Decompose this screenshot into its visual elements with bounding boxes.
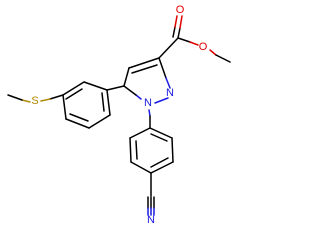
bond-n2-n1 <box>154 97 169 104</box>
atom-s: S <box>31 95 39 107</box>
bond-r6 <box>106 89 111 116</box>
molecule-diagram: O O N N S N <box>7 4 231 226</box>
bond-p6-inner <box>150 133 168 142</box>
bond-oester-ch3a <box>209 49 217 56</box>
ester-group <box>158 15 231 63</box>
bond-c5-ring <box>106 85 125 91</box>
bond-c3-n2a <box>158 57 167 79</box>
atom-n1: N <box>144 97 152 109</box>
bond-p4 <box>150 161 174 174</box>
bond-carbonyl-c <box>172 26 176 38</box>
bond-p6 <box>149 127 173 139</box>
bond-s-ch3b <box>7 94 23 101</box>
bond-ring-s-a <box>49 94 64 100</box>
bond-r2 <box>62 81 85 96</box>
structure-svg <box>7 15 231 216</box>
bond-oester-ch3b <box>215 54 231 63</box>
bond-ring-s-b <box>40 98 51 102</box>
bond-p4-inner <box>150 157 169 168</box>
bond-s-ch3a <box>21 99 31 103</box>
bond-n1-c5b <box>123 85 137 96</box>
atom-n-nitrile: N <box>147 214 155 226</box>
bond-n1-c5a <box>135 94 142 100</box>
bond-carbonyl-d <box>174 15 178 28</box>
pyrazole-ring <box>123 57 171 104</box>
bond-r6-inner <box>101 92 105 112</box>
atom-o-ester: O <box>198 41 208 53</box>
bond-r2-inner <box>65 88 83 100</box>
bond-carbonyl-b <box>179 15 183 29</box>
bond-p2 <box>129 137 132 163</box>
bond-c3-n2b <box>165 77 171 89</box>
cyanophenyl-ring <box>129 109 174 216</box>
bond-p3 <box>130 161 152 174</box>
bond-carbonyl-a <box>177 27 181 39</box>
atom-n2: N <box>166 87 174 99</box>
bond-c5-c4 <box>123 67 130 87</box>
bond-r4 <box>65 118 90 129</box>
bond-r3 <box>62 94 67 120</box>
bond-r1 <box>83 81 108 91</box>
bond-c-oester-b <box>189 41 199 46</box>
bond-c-oester-a <box>177 37 191 43</box>
bond-p2-inner <box>135 140 138 160</box>
bond-c3-ccarb <box>158 37 179 59</box>
bond-p1 <box>129 127 151 139</box>
atom-o-carbonyl: O <box>175 4 185 16</box>
bond-p5 <box>171 137 174 163</box>
bond-r5 <box>88 114 111 129</box>
bond-r4-inner <box>69 113 89 122</box>
bond-c4-c3-inner <box>131 64 158 74</box>
bond-c4-c3 <box>128 57 160 69</box>
thioanisole-ring <box>7 81 125 129</box>
bond-n1-ring-a <box>148 109 151 117</box>
